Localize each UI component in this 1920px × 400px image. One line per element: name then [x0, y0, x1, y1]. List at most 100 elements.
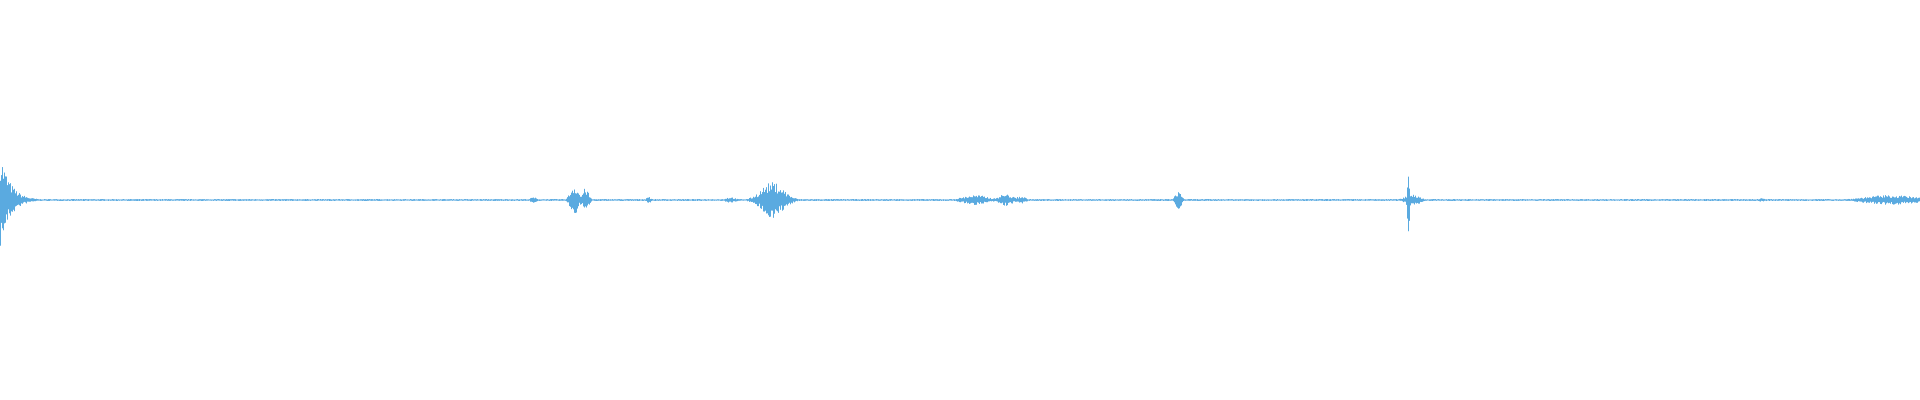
- waveform-sample: [743, 199, 744, 201]
- waveform-sample: [1608, 199, 1609, 201]
- waveform-sample: [1260, 199, 1261, 201]
- waveform-sample: [307, 199, 308, 201]
- waveform-sample: [749, 198, 750, 202]
- waveform-sample: [951, 199, 952, 201]
- waveform-sample: [412, 199, 413, 201]
- waveform-sample: [1170, 199, 1171, 201]
- waveform-sample: [301, 199, 302, 201]
- waveform-sample: [1272, 199, 1273, 201]
- waveform-sample: [1661, 199, 1662, 201]
- waveform-sample: [1488, 199, 1489, 201]
- waveform-sample: [1034, 199, 1035, 201]
- waveform-sample: [62, 199, 63, 201]
- waveform-sample: [867, 199, 868, 201]
- waveform-sample: [745, 199, 746, 201]
- waveform-sample: [529, 199, 530, 201]
- waveform-sample: [1576, 199, 1577, 201]
- waveform-sample: [1663, 199, 1664, 201]
- waveform-sample: [1138, 199, 1139, 201]
- waveform-sample: [1327, 199, 1328, 201]
- waveform-sample: [709, 199, 710, 201]
- waveform-sample: [1471, 199, 1472, 201]
- waveform-sample: [735, 198, 736, 202]
- waveform-sample: [638, 199, 639, 201]
- waveform-sample: [74, 199, 75, 201]
- waveform-sample: [1198, 199, 1199, 201]
- waveform-sample: [1456, 199, 1457, 201]
- waveform-sample: [1558, 199, 1559, 201]
- waveform-sample: [1009, 197, 1010, 203]
- waveform-sample: [806, 199, 807, 201]
- waveform-sample: [1407, 187, 1408, 219]
- waveform-sample: [411, 199, 412, 201]
- waveform-sample: [1788, 199, 1789, 201]
- waveform-sample: [424, 199, 425, 201]
- waveform-sample: [510, 199, 511, 201]
- waveform-sample: [1142, 199, 1143, 201]
- waveform-sample: [129, 199, 130, 201]
- waveform-sample: [555, 199, 556, 201]
- waveform-sample: [632, 199, 633, 201]
- waveform-sample: [330, 199, 331, 201]
- waveform-sample: [1611, 199, 1612, 201]
- waveform-sample: [711, 199, 712, 201]
- waveform-sample: [1695, 199, 1696, 201]
- waveform-sample: [904, 199, 905, 201]
- waveform-sample: [617, 199, 618, 201]
- waveform-sample: [340, 199, 341, 201]
- waveform-sample: [1571, 199, 1572, 201]
- waveform-sample: [56, 199, 57, 201]
- waveform-sample: [1873, 196, 1874, 202]
- waveform-sample: [1466, 199, 1467, 201]
- waveform-sample: [633, 199, 634, 201]
- waveform-sample: [823, 199, 824, 201]
- waveform-sample: [760, 191, 761, 209]
- waveform-sample: [101, 199, 102, 201]
- waveform-sample: [300, 199, 301, 201]
- waveform-sample: [559, 199, 560, 201]
- waveform-sample: [1195, 199, 1196, 201]
- waveform-sample: [1193, 199, 1194, 201]
- waveform-sample: [1108, 199, 1109, 201]
- waveform-sample: [1384, 199, 1385, 201]
- waveform-sample: [17, 195, 18, 206]
- waveform-sample: [500, 199, 501, 201]
- waveform-sample: [1797, 199, 1798, 201]
- waveform-sample: [1786, 199, 1787, 201]
- waveform-sample: [702, 199, 703, 201]
- waveform-sample: [1870, 197, 1871, 202]
- waveform-sample: [1771, 199, 1772, 201]
- waveform-sample: [1482, 199, 1483, 201]
- waveform-sample: [1772, 199, 1773, 201]
- waveform-sample: [78, 199, 79, 201]
- waveform-sample: [1206, 199, 1207, 201]
- waveform-sample: [347, 199, 348, 201]
- waveform-sample: [1236, 199, 1237, 201]
- waveform-sample: [1367, 199, 1368, 201]
- waveform-sample: [1521, 199, 1522, 201]
- waveform-sample: [60, 199, 61, 201]
- waveform-sample: [1213, 199, 1214, 201]
- waveform-sample: [656, 199, 657, 201]
- waveform-sample: [1160, 199, 1161, 201]
- waveform-sample: [740, 199, 741, 201]
- waveform-sample: [1655, 199, 1656, 201]
- waveform-sample: [1285, 199, 1286, 201]
- waveform-sample: [1338, 199, 1339, 201]
- waveform-sample: [886, 199, 887, 201]
- waveform-sample: [1053, 199, 1054, 201]
- waveform-sample: [190, 199, 191, 201]
- waveform-sample: [1029, 199, 1030, 201]
- waveform-sample: [1458, 199, 1459, 201]
- waveform-sample: [669, 199, 670, 201]
- waveform-sample: [228, 199, 229, 201]
- waveform-sample: [1454, 199, 1455, 201]
- waveform-sample: [864, 199, 865, 201]
- waveform-sample: [830, 199, 831, 201]
- waveform-sample: [950, 199, 951, 201]
- waveform-sample: [1000, 197, 1001, 204]
- waveform-sample: [250, 199, 251, 201]
- waveform-sample: [1314, 199, 1315, 201]
- waveform-sample: [1349, 199, 1350, 201]
